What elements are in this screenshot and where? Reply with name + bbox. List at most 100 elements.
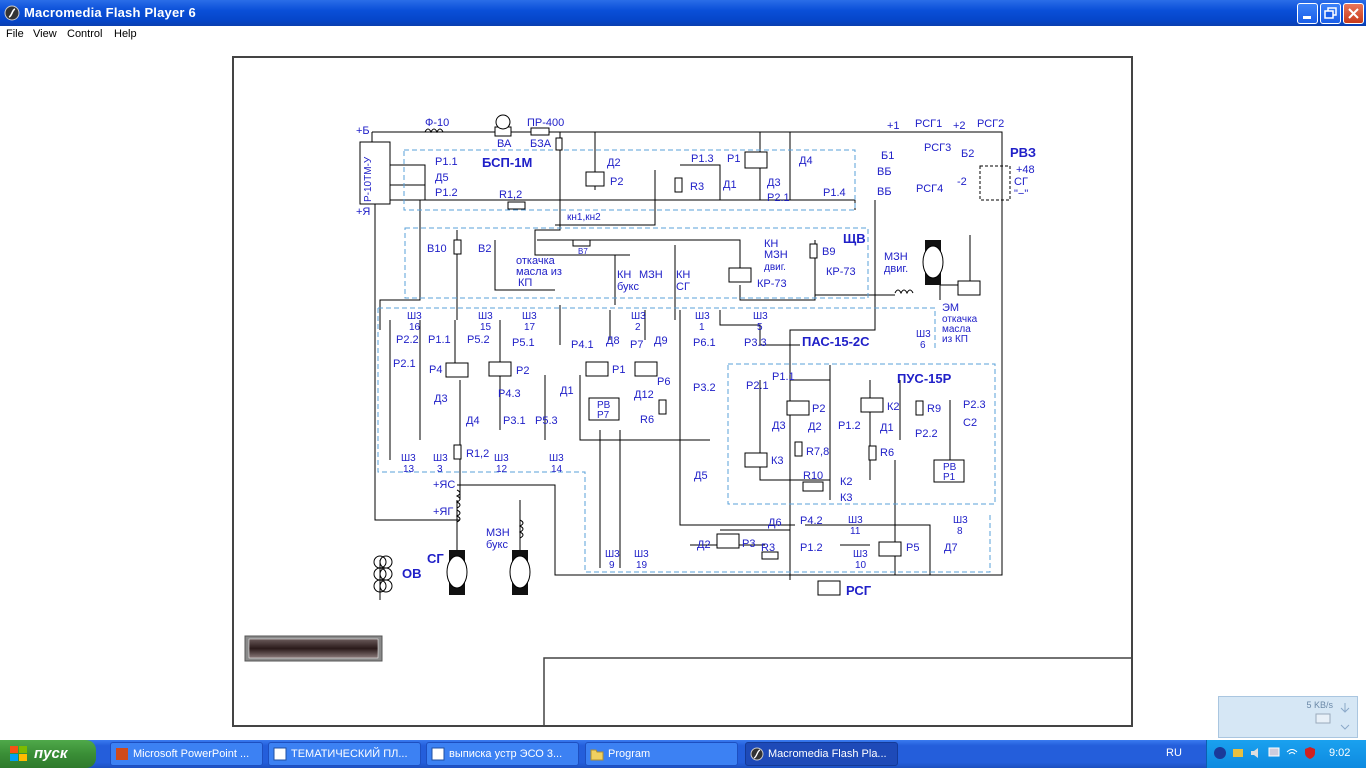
task-word-1-label: ТЕМАТИЧЕСКИЙ ПЛ... [291,748,408,760]
label-d12: Д12 [634,389,654,401]
progress-button-face [248,638,379,659]
label-ov: ОВ [402,566,422,581]
label-d4: Д4 [799,155,813,167]
menu-bar: File View Control Help [0,26,1366,44]
label-mzn3: МЗН [884,251,908,263]
label-mzn2: МЗН [639,269,663,281]
label-sh3: Ш3 [433,453,448,464]
label-rsg1: РСГ1 [915,118,942,130]
task-program-folder[interactable]: Program [585,742,738,766]
label-c2: С2 [963,417,977,429]
network-icon[interactable] [1267,746,1281,760]
task-word-1[interactable]: ТЕМАТИЧЕСКИЙ ПЛ... [268,742,421,766]
label-r10tm: Р-10ТМ-У [363,156,374,202]
minimize-button[interactable] [1297,3,1318,24]
label-p61: Р6.1 [693,337,716,349]
task-flash-player[interactable]: Macromedia Flash Pla... [745,742,898,766]
label-p14: Р1.4 [823,187,846,199]
close-button[interactable] [1343,3,1364,24]
menu-file[interactable]: File [6,28,24,40]
label-sg-top: СГ [1014,176,1028,188]
label-plus1: +1 [887,120,900,132]
word-icon [273,747,287,761]
label-n1: 1 [699,322,705,333]
label-k3b: К3 [840,492,853,504]
label-p41: Р4.1 [571,339,594,351]
label-f10: Ф-10 [425,117,449,129]
label-d2c: Д2 [808,421,822,433]
label-p51: Р5.1 [512,337,535,349]
label-sh17: Ш3 [522,311,537,322]
label-b2: В2 [478,243,491,255]
title-block [543,657,1133,727]
label-n9: 9 [609,560,615,571]
label-b7: В7 [578,247,588,256]
label-p12: Р1.2 [435,187,458,199]
title-bar: Macromedia Flash Player 6 [0,0,1366,26]
label-rsg2: РСГ2 [977,118,1004,130]
label-rsg: РСГ [846,583,872,598]
taskbar: пуск Microsoft PowerPoint ... ТЕМАТИЧЕСК… [0,740,1366,768]
menu-view[interactable]: View [33,28,57,40]
label-p21: Р2.1 [767,192,790,204]
label-p33: Р3.3 [744,337,767,349]
task-word-2[interactable]: выписка устр ЭСО 3... [426,742,579,766]
schematic-diagram: +Б Ф-10 ВА ПР-400 БЗА +1 РСГ1 +2 РСГ2 РВ… [232,56,1133,727]
label-d2d: Д2 [697,539,711,551]
system-tray: 9:02 [1206,740,1366,768]
label-n2: 2 [635,322,641,333]
menu-help[interactable]: Help [114,28,137,40]
tray-app-icon[interactable] [1231,746,1245,760]
close-icon [1348,8,1359,19]
label-masla1: масла из [516,266,562,278]
label-n14: 14 [551,464,563,475]
network-monitor-icon [1315,713,1331,724]
label-plus-yas: +ЯС [433,479,455,491]
menu-control[interactable]: Control [67,28,103,40]
label-d4b: Д4 [466,415,480,427]
label-r12: R1,2 [499,189,522,201]
label-p31: Р3.1 [503,415,526,427]
panel-bsp [403,149,856,211]
label-p53: Р5.3 [535,415,558,427]
label-p23: Р2.3 [963,399,986,411]
label-n10: 10 [855,560,867,571]
flash-icon [750,747,764,761]
label-b2: Б2 [961,148,974,160]
label-p3: Р3 [742,538,755,550]
label-p6: Р6 [657,376,670,388]
label-sg2: СГ [676,281,690,293]
network-scroll-icon[interactable] [1339,701,1351,733]
powerpoint-icon [116,748,128,760]
label-plus-b: +Б [356,125,370,137]
panel-schv [404,227,869,299]
security-shield-icon[interactable] [1303,746,1317,760]
label-n12: 12 [496,464,508,475]
label-p21b: Р2.1 [393,358,416,370]
task-flash-label: Macromedia Flash Pla... [768,748,887,760]
speaker-icon[interactable] [1249,746,1263,760]
restore-button[interactable] [1320,3,1341,24]
label-kn2: КН [617,269,631,281]
label-p43: Р4.3 [498,388,521,400]
diagram-labels: +Б Ф-10 ВА ПР-400 БЗА +1 РСГ1 +2 РСГ2 РВ… [356,117,1036,598]
label-r10: R10 [803,470,823,482]
label-rsg4: РСГ4 [916,183,943,195]
label-d9: Д9 [654,335,668,347]
wifi-icon[interactable] [1285,746,1299,760]
language-indicator[interactable]: RU [1166,747,1182,759]
label-r6b: R6 [880,447,894,459]
label-n8: 8 [957,526,963,537]
label-p21c: Р2.1 [746,380,769,392]
label-p22b: Р2.2 [915,428,938,440]
bluetooth-icon[interactable] [1213,746,1227,760]
label-p2c: Р2 [812,403,825,415]
components [445,114,981,596]
label-r3b: R3 [761,542,775,554]
label-dvig2: двиг. [884,263,908,275]
panel-pus [727,363,996,505]
label-plus-yag: +ЯГ [433,506,453,518]
task-powerpoint[interactable]: Microsoft PowerPoint ... [110,742,263,766]
start-button[interactable]: пуск [0,740,96,768]
label-d1: Д1 [723,179,737,191]
